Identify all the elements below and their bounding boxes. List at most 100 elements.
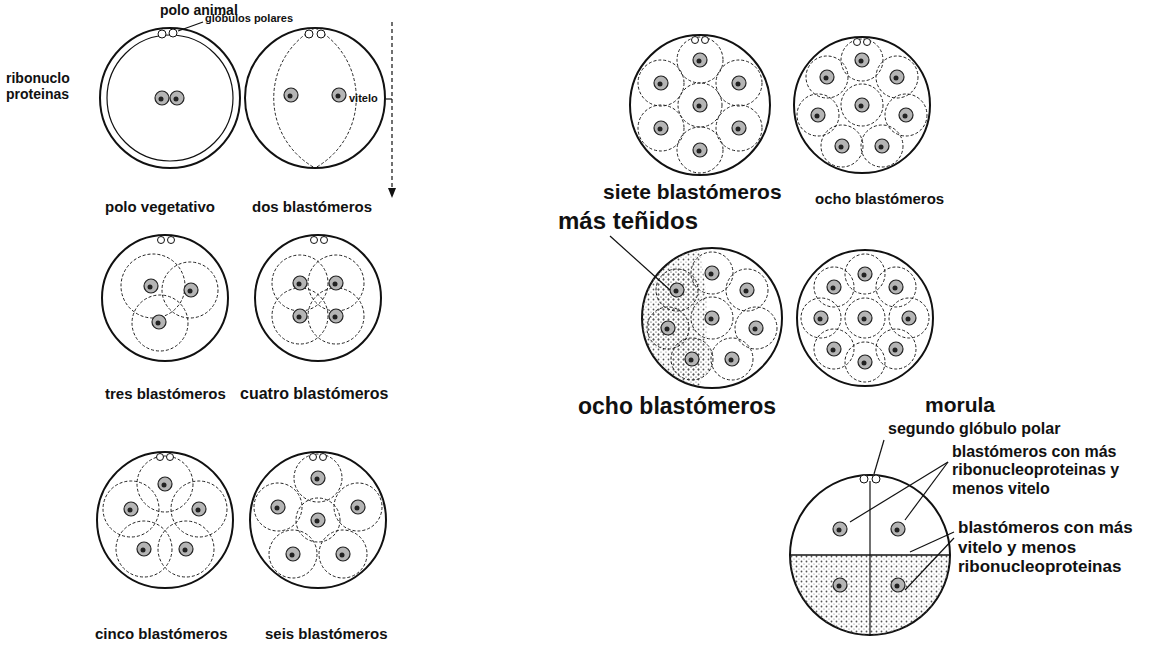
polarized-four-cell-embryo-line <box>869 481 870 635</box>
stained-eight-cell-embryo-use <box>740 283 754 297</box>
four-cell-embryo-use <box>329 276 343 290</box>
stained-eight-cell-embryo-circle <box>711 338 753 380</box>
seven-cell-embryo-circle <box>630 35 770 175</box>
yolk-label: vitelo <box>349 92 378 105</box>
stained-eight-cell-embryo-use <box>661 321 675 335</box>
side-note: ribonuclo proteinas <box>6 70 86 102</box>
seven-cell-embryo <box>630 35 770 175</box>
zygote-circle <box>107 35 233 161</box>
three-cell-embryo-circle <box>102 235 228 361</box>
morula-embryo-circle <box>889 298 929 338</box>
stage-caption: morula <box>925 393 995 417</box>
zygote-use <box>155 91 169 105</box>
seven-cell-embryo-circle <box>716 105 762 151</box>
four-cell-embryo <box>255 235 381 361</box>
six-cell-embryo-circle <box>319 530 367 578</box>
stage-caption: ocho blastómeros <box>815 190 944 207</box>
morula-embryo-circle <box>814 329 854 369</box>
five-cell-embryo-circle <box>171 481 227 537</box>
seven-cell-embryo-circle <box>678 83 722 127</box>
six-cell-embryo-use <box>271 500 285 514</box>
polarized-four-cell-embryo-use <box>833 578 847 592</box>
five-cell-embryo-use <box>124 502 138 516</box>
stage-caption: seis blastómeros <box>265 625 388 642</box>
eight-cell-embryo-circle <box>854 39 861 46</box>
morula-embryo-circle <box>845 298 885 338</box>
eight-cell-embryo-circle <box>861 125 903 167</box>
six-cell-embryo-circle <box>269 530 317 578</box>
stained-eight-cell-embryo <box>642 248 782 388</box>
stained-eight-cell-embryo-use <box>705 266 719 280</box>
six-cell-embryo-circle <box>296 498 340 542</box>
two-cell-embryo-path <box>274 28 315 168</box>
eight-cell-embryo-circle <box>821 125 863 167</box>
seven-cell-embryo-circle <box>692 37 699 44</box>
polarized-four-cell-embryo-circle <box>790 475 950 635</box>
five-cell-embryo-circle <box>167 454 174 461</box>
morula-embryo-circle <box>876 329 916 369</box>
eight-cell-embryo <box>794 37 930 173</box>
three-cell-embryo-circle <box>168 237 175 244</box>
five-cell-embryo-use <box>158 477 172 491</box>
morula-embryo-use <box>858 267 872 281</box>
stain-note: más teñidos <box>558 207 698 235</box>
stained-eight-cell-embryo-circle <box>735 307 777 349</box>
six-cell-embryo-use <box>351 500 365 514</box>
three-cell-embryo-use <box>152 315 166 329</box>
two-cell-embryo-use <box>284 88 298 102</box>
five-cell-embryo-use <box>192 502 206 516</box>
stained-eight-cell-embryo-circle <box>647 307 689 349</box>
eight-cell-embryo-circle <box>864 39 871 46</box>
eight-cell-embryo-use <box>855 98 869 112</box>
stained-eight-cell-embryo-circle <box>656 269 698 311</box>
five-cell-embryo-circle <box>116 521 172 577</box>
polarized-four-cell-embryo-use <box>833 522 847 536</box>
seven-cell-embryo-circle <box>677 37 723 83</box>
six-cell-embryo-use <box>311 471 325 485</box>
eight-cell-embryo-use <box>811 108 825 122</box>
eight-cell-embryo-circle <box>797 94 839 136</box>
morula-embryo-circle <box>797 250 933 386</box>
seven-cell-embryo-use <box>693 98 707 112</box>
five-cell-embryo <box>97 452 233 588</box>
axis-arrow-line <box>391 22 392 190</box>
axis-arrow <box>386 22 396 198</box>
eight-cell-embryo-circle <box>841 84 883 126</box>
stage-caption: tres blastómeros <box>105 385 226 402</box>
stained-eight-cell-embryo-use <box>749 321 763 335</box>
five-cell-embryo-use <box>179 542 193 556</box>
stained-eight-cell-embryo-use <box>670 283 684 297</box>
stained-eight-cell-embryo-circle <box>726 269 768 311</box>
zygote-circle <box>158 30 166 38</box>
morula-embryo <box>797 250 933 386</box>
seven-cell-embryo-circle <box>716 60 762 106</box>
four-cell-embryo-use <box>293 309 307 323</box>
six-cell-embryo-circle <box>310 454 317 461</box>
three-cell-embryo-circle <box>121 254 185 318</box>
five-cell-embryo-circle <box>103 481 159 537</box>
two-cell-embryo-use <box>332 88 346 102</box>
five-cell-embryo-circle <box>137 456 193 512</box>
leader-line <box>874 440 884 474</box>
blastomere-note: blastómeros con más ribonucleoproteinas … <box>952 443 1148 498</box>
eight-cell-embryo-use <box>855 53 869 67</box>
axis-arrow-line <box>386 98 392 99</box>
leader-line <box>910 532 954 552</box>
seven-cell-embryo-circle <box>638 60 684 106</box>
polarized-four-cell-embryo-circle <box>860 475 868 483</box>
eight-cell-embryo-use <box>835 139 849 153</box>
stained-eight-cell-embryo-use <box>725 352 739 366</box>
eight-cell-embryo-use <box>899 108 913 122</box>
five-cell-embryo-circle <box>158 521 214 577</box>
six-cell-embryo-use <box>311 513 325 527</box>
five-cell-embryo-circle <box>157 454 164 461</box>
leader-line <box>178 22 203 31</box>
seven-cell-embryo-use <box>654 76 668 90</box>
zygote <box>100 28 240 168</box>
zygote-circle <box>100 28 240 168</box>
four-cell-embryo-circle <box>308 255 364 311</box>
leader-line <box>850 462 948 522</box>
morula-embryo-use <box>814 311 828 325</box>
six-cell-embryo-use <box>336 547 350 561</box>
stage-caption: cinco blastómeros <box>95 625 228 642</box>
